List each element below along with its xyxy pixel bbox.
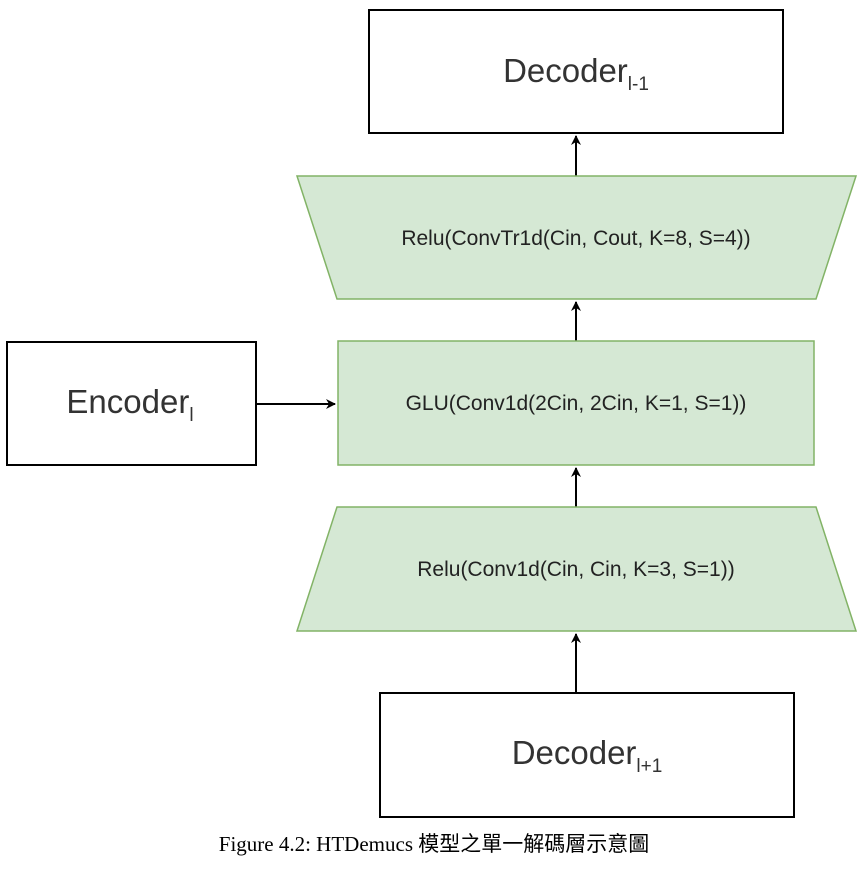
decoder-next-box: Decoderl+1: [379, 692, 795, 818]
decoder-prev-box: Decoderl-1: [368, 9, 784, 134]
convtr-label: Relu(ConvTr1d(Cin, Cout, K=8, S=4)): [401, 227, 750, 250]
decoder-prev-label: Decoderl-1: [503, 52, 649, 95]
convtr-block: Relu(ConvTr1d(Cin, Cout, K=8, S=4)): [295, 175, 858, 300]
glu-label: GLU(Conv1d(2Cin, 2Cin, K=1, S=1)): [406, 392, 747, 415]
decoder-next-label: Decoderl+1: [512, 734, 663, 777]
decoder-layer-diagram: Decoderl-1 Relu(ConvTr1d(Cin, Cout, K=8,…: [6, 9, 858, 818]
conv-label: Relu(Conv1d(Cin, Cin, K=3, S=1)): [417, 558, 734, 581]
encoder-box: Encoderl: [6, 341, 257, 466]
conv-block: Relu(Conv1d(Cin, Cin, K=3, S=1)): [295, 506, 858, 632]
figure-caption: Figure 4.2: HTDemucs 模型之單一解碼層示意圖: [218, 832, 650, 856]
encoder-label: Encoderl: [66, 383, 193, 426]
glu-block: GLU(Conv1d(2Cin, 2Cin, K=1, S=1)): [337, 340, 815, 466]
